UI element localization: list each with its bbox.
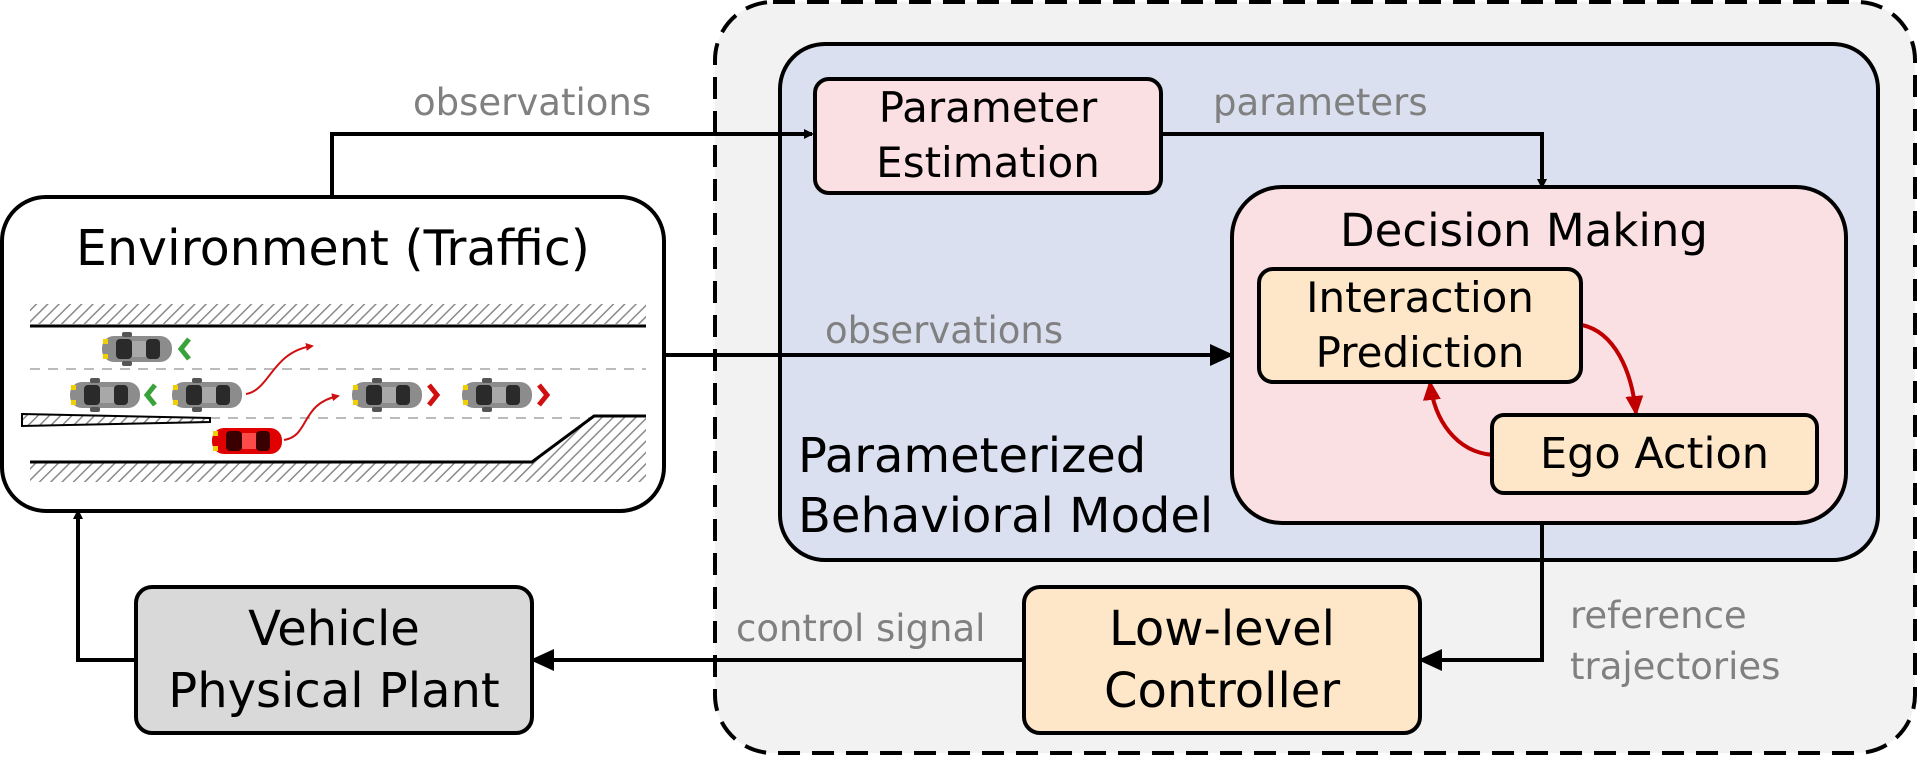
interaction-prediction-line-2: Prediction [1315, 327, 1525, 377]
edge-label-control-signal: control signal [736, 607, 986, 650]
chevron-right-icon [537, 383, 551, 407]
behavioral-model-title: Parameterized Behavioral Model [798, 426, 1213, 546]
loop-arrow-action-to-prediction [1422, 380, 1494, 457]
ego-intent-arrow [283, 393, 340, 441]
environment-title: Environment (Traffic) [76, 220, 590, 277]
edge-label-observations-mid: observations [825, 309, 1064, 352]
car-grey-1 [102, 332, 172, 366]
chevron-right-icon [427, 383, 441, 407]
low-level-controller-line-2: Controller [1103, 663, 1341, 719]
bottom-barrier [30, 416, 646, 482]
top-barrier [30, 304, 646, 324]
chevron-left-icon [143, 383, 157, 407]
car-red-ego [212, 428, 282, 454]
behavioral-model-line-2: Behavioral Model [798, 488, 1214, 544]
edge-label-reference-trajectories: reference trajectories [1570, 590, 1780, 692]
merge-ramp [21, 412, 211, 428]
low-level-controller-line-1: Low-level [1109, 600, 1335, 657]
chevron-left-icon [177, 337, 191, 361]
car-grey-3 [172, 378, 242, 412]
edge-plant-to-environment [73, 509, 136, 662]
vehicle-physical-plant-box: Vehicle Physical Plant [134, 585, 534, 735]
interaction-prediction-line-1: Interaction [1306, 272, 1534, 322]
reference-line-1: reference [1570, 594, 1747, 637]
reference-line-2: trajectories [1570, 645, 1781, 689]
ego-action-box: Ego Action [1490, 413, 1819, 495]
decision-making-title: Decision Making [1340, 204, 1708, 257]
edge-label-parameters: parameters [1213, 81, 1428, 124]
ego-action-label: Ego Action [1539, 429, 1770, 479]
edge-label-observations-top: observations [413, 81, 652, 124]
parameter-estimation-box: Parameter Estimation [813, 77, 1163, 195]
interaction-prediction-box: Interaction Prediction [1257, 267, 1583, 384]
parameter-estimation-line-2: Estimation [876, 138, 1100, 187]
loop-arrow-prediction-to-action [1581, 323, 1644, 416]
car-grey-4 [352, 378, 422, 412]
low-level-controller-box: Low-level Controller [1022, 585, 1422, 735]
edge-env-to-parameter-estimation [330, 129, 814, 197]
vehicle-plant-line-2: Physical Plant [168, 663, 500, 719]
vehicle-plant-line-1: Vehicle [248, 600, 420, 657]
car-grey-5 [462, 378, 532, 412]
lane-change-arrow [245, 342, 314, 395]
edge-decision-to-controller [1418, 523, 1544, 671]
traffic-scene [21, 304, 646, 482]
parameter-estimation-line-1: Parameter [878, 83, 1098, 133]
behavioral-model-line-1: Parameterized [798, 428, 1147, 484]
car-grey-2 [70, 378, 140, 412]
edge-parameters-to-decision [1160, 132, 1547, 189]
